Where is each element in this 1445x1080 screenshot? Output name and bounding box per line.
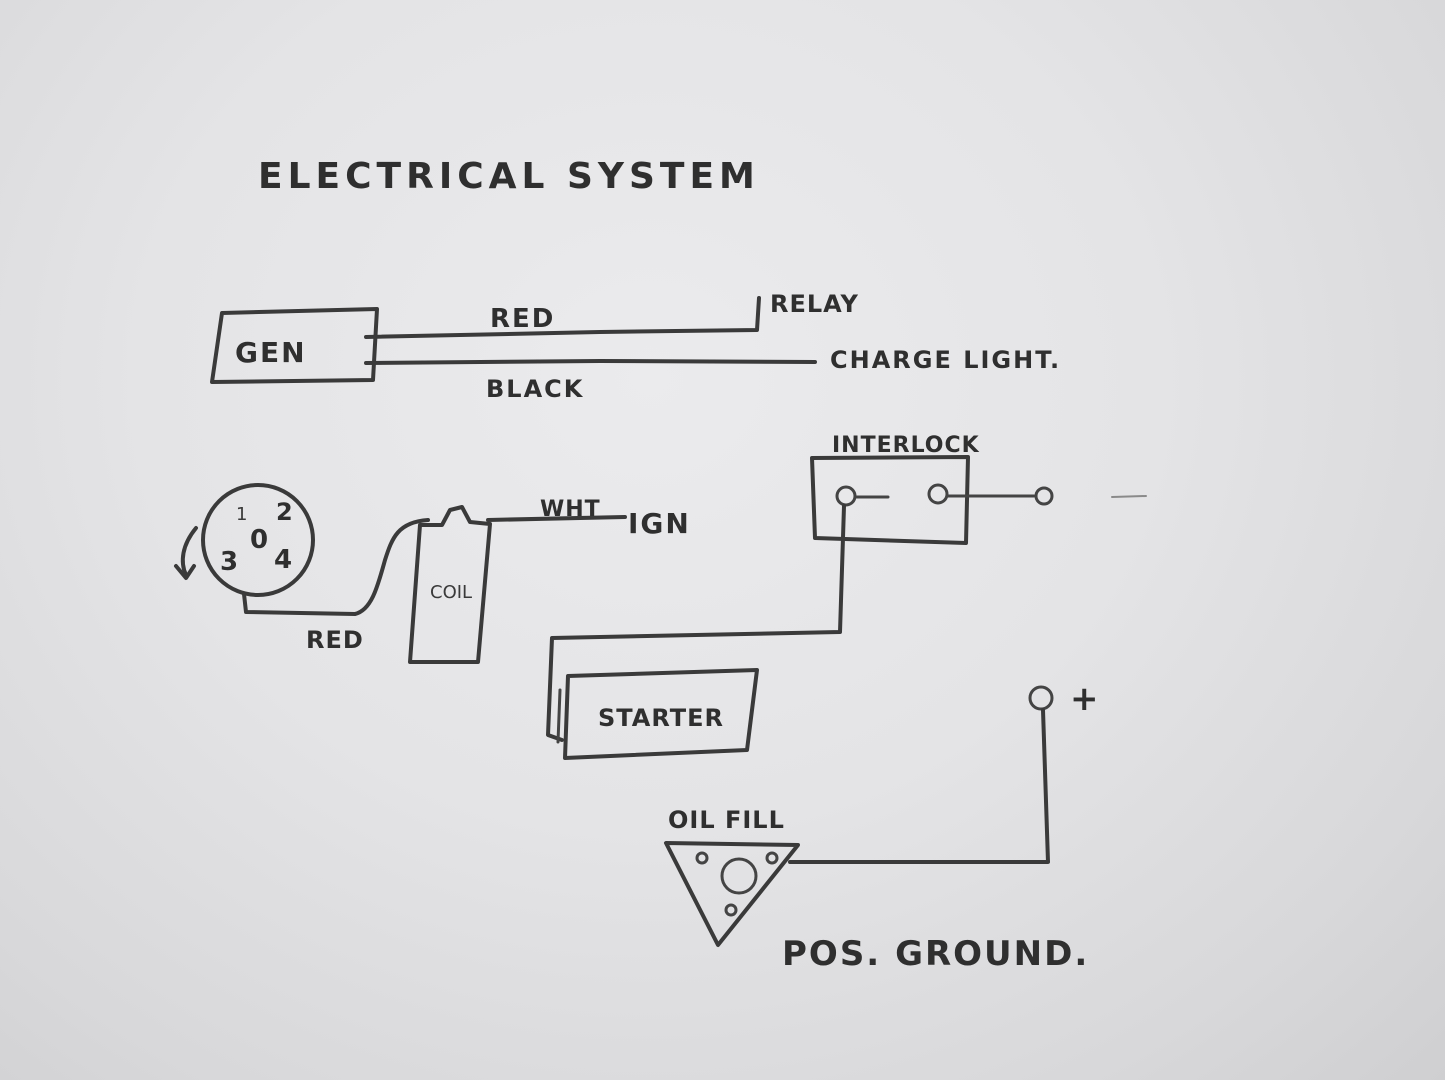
distributor-pos-2: 2	[276, 498, 293, 526]
distributor-pos-1: 1	[236, 504, 247, 525]
oil-fill: OIL FILL	[664, 806, 800, 947]
wire-label-wht: WHT	[540, 497, 601, 522]
coil-body	[408, 505, 492, 664]
oil-fill-bolt-right	[765, 851, 779, 865]
interlock: INTERLOCK	[810, 433, 1147, 545]
oil-fill-label: OIL FILL	[668, 806, 785, 834]
starter-box-shadow	[556, 688, 562, 744]
rotation-arrow	[180, 526, 198, 577]
wire-coil-ignition	[486, 515, 627, 522]
oil-fill-bolt-bottom	[724, 903, 738, 917]
generator-box	[210, 307, 379, 384]
ignition-label: IGN	[628, 507, 691, 540]
oil-fill-triangle	[664, 841, 800, 947]
ground-note: POS. GROUND.	[782, 934, 1089, 974]
positive-terminal-label: +	[1070, 679, 1099, 719]
rotation-arrow-head	[174, 564, 196, 580]
wire-label-red-top: RED	[490, 304, 555, 334]
wire-label-black: BLACK	[486, 375, 584, 403]
generator-label: GEN	[235, 336, 307, 369]
distributor-center: 0	[250, 525, 268, 555]
interlock-terminal-left	[835, 485, 857, 507]
interlock-label: INTERLOCK	[832, 433, 980, 458]
starter-label: STARTER	[598, 704, 724, 732]
oil-fill-cap	[720, 857, 758, 895]
distributor-pos-3: 3	[220, 547, 238, 577]
coil-label: COIL	[430, 582, 472, 603]
coil: COIL	[408, 505, 492, 664]
wire-distributor-coil	[242, 518, 430, 616]
starter-box	[563, 668, 759, 760]
wire-interlock-starter	[546, 504, 846, 742]
diagram-title: ELECTRICAL SYSTEM	[258, 156, 760, 197]
interlock-box	[810, 455, 970, 545]
starter: STARTER	[556, 668, 759, 760]
wire-gen-charge-light	[364, 359, 817, 365]
minus-mark	[1111, 495, 1147, 498]
charge-light-label: CHARGE LIGHT.	[830, 346, 1061, 374]
wire-positive-ground	[788, 708, 1050, 864]
wire-gen-relay	[364, 296, 761, 339]
oil-fill-bolt-left	[695, 851, 709, 865]
positive-terminal	[1028, 685, 1054, 711]
wire-label-red-bottom: RED	[306, 626, 364, 654]
interlock-terminal-right	[927, 483, 949, 505]
interlock-output-terminal	[1034, 486, 1054, 506]
relay-label: RELAY	[770, 290, 859, 318]
distributor-pos-4: 4	[274, 545, 292, 575]
distributor-cap	[201, 483, 315, 597]
distributor: 1 2 0 3 4	[174, 483, 315, 597]
generator: GEN	[210, 307, 379, 384]
